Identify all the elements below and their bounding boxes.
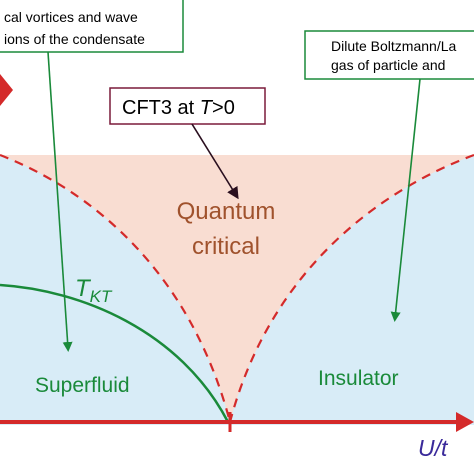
left-annotation-box	[0, 0, 184, 53]
center-annotation-box	[109, 87, 266, 125]
x-axis-label: U/t	[418, 435, 449, 461]
x-axis-arrowhead	[456, 412, 474, 432]
right-annotation-arrow	[390, 78, 421, 322]
crossover-line-left	[0, 153, 232, 423]
center-annotation-label: CFT3 at T>0	[122, 97, 235, 119]
right-annotation-line1: Dilute Boltzmann/La	[331, 38, 457, 54]
insulator-label: Insulator	[318, 367, 399, 390]
tkt-label: TKT	[75, 275, 113, 306]
superfluid-label: Superfluid	[35, 374, 130, 397]
left-annotation-arrow	[47, 51, 73, 352]
quantum-critical-region	[0, 155, 474, 422]
quantum-critical-label-line2: critical	[192, 233, 260, 260]
left-annotation-line1: cal vortices and wave	[4, 9, 138, 25]
kt-transition-curve	[0, 283, 230, 423]
center-annotation-arrow	[191, 123, 239, 200]
right-annotation-box	[304, 30, 474, 80]
quantum-critical-label-line1: Quantum	[177, 198, 276, 225]
left-annotation-line2: ions of the condensate	[4, 31, 145, 47]
y-axis-arrowhead	[0, 74, 13, 106]
right-annotation-line2: gas of particle and	[331, 57, 445, 73]
